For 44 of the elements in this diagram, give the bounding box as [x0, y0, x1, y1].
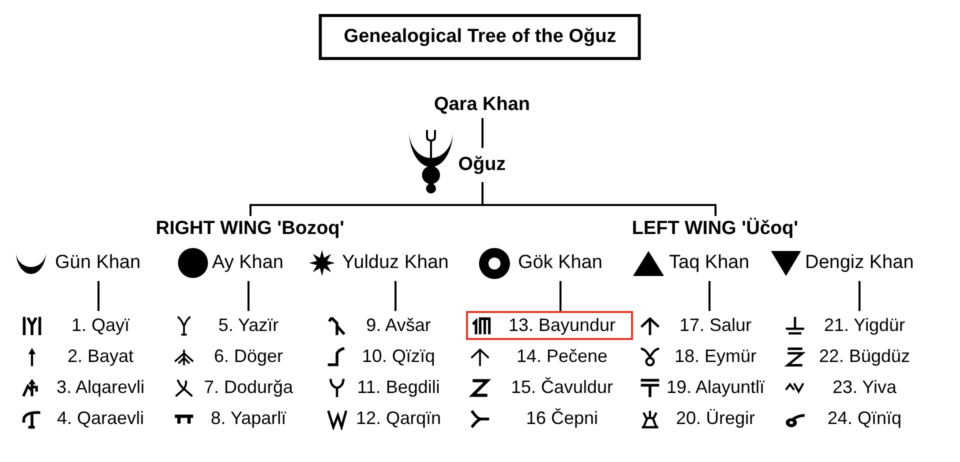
tribe-name: 7. Dodurğa	[204, 377, 294, 398]
tribe-name: 4. Qaraevli	[56, 408, 144, 429]
connector-line	[482, 182, 716, 216]
tribe-name: 14. Pečene	[516, 346, 608, 367]
person-name: Dengiz Khan	[805, 252, 914, 274]
connector-line	[98, 281, 100, 311]
person-name: Ay Khan	[212, 252, 284, 274]
connector-line	[858, 281, 860, 311]
tribe-name: 24. Qïnïq	[827, 408, 902, 429]
tribe-name: 16 Čepni	[526, 408, 598, 429]
tribe-name: 20. Üregir	[676, 408, 756, 429]
tribe-name: 5. Yazïr	[218, 315, 279, 336]
tribe-name: 3. Alqarevli	[56, 377, 145, 398]
tribe-name: 1. Qayï	[71, 315, 130, 336]
person-name: Taq Khan	[669, 252, 750, 274]
tribe-name: 23. Yiva	[832, 377, 897, 398]
person-name: Gök Khan	[518, 252, 602, 274]
highlight-frame	[466, 311, 633, 340]
tribe-name: 6. Döger	[214, 346, 284, 367]
connector-line	[394, 281, 396, 311]
wing-heading: RIGHT WING 'Bozoq'	[156, 216, 344, 242]
person-name: Oğuz	[458, 148, 506, 182]
tribe-name: 17. Salur	[679, 315, 752, 336]
connector-line	[248, 281, 250, 311]
tribe-name: 8. Yaparlï	[210, 408, 286, 429]
person-name: Yulduz Khan	[342, 252, 449, 274]
person-name: Qara Khan	[434, 92, 530, 118]
tribe-name: 21. Yigdür	[824, 315, 906, 336]
tribe-name: 2. Bayat	[67, 346, 134, 367]
tribe-name: 15. Čavuldur	[510, 377, 614, 398]
tribe-name: 10. Qïzïq	[362, 346, 436, 367]
wing-heading: LEFT WING 'Üčoq'	[632, 216, 798, 242]
tribe-name: 11. Begdili	[357, 377, 440, 398]
tribe-name: 22. Bügdüz	[818, 346, 910, 367]
tribe-name: 9. Avšar	[366, 315, 431, 336]
diagram-title: Genealogical Tree of the Oğuz	[318, 14, 642, 60]
person-name: Gün Khan	[55, 252, 141, 274]
connector-line	[482, 118, 484, 148]
connector-line	[708, 281, 710, 311]
tribe-name: 13. Bayundur	[508, 315, 616, 336]
tribe-name: 18. Eymür	[674, 346, 757, 367]
tribe-name: 12. Qarqïn	[356, 408, 442, 429]
connector-line	[560, 281, 562, 311]
tribe-name: 19. Alayuntlï	[666, 377, 765, 398]
